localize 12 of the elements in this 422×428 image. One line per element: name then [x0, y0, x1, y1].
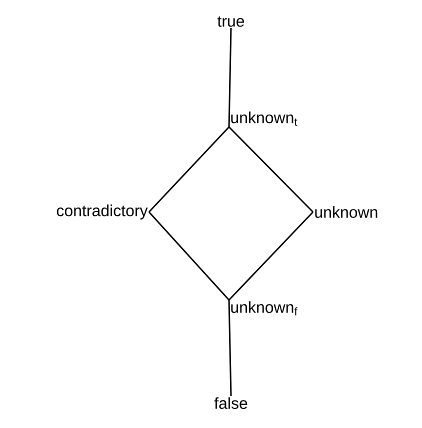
lattice-label: unknown$_{t}$: [231, 112, 298, 126]
lattice-label: unknown$_{f}$: [231, 301, 298, 316]
lattice-label: false: [214, 397, 248, 409]
lattice-line: [148, 126, 230, 213]
lattice-line: [228, 28, 232, 128]
lattice-line: [228, 211, 314, 301]
lattice-label: contradictory: [56, 204, 148, 220]
lattice-line: [228, 300, 232, 396]
lattice-label: unknown: [315, 206, 378, 218]
lattice-line: [228, 126, 314, 213]
lattice-label: true: [217, 16, 244, 27]
lattice-line: [148, 212, 230, 300]
